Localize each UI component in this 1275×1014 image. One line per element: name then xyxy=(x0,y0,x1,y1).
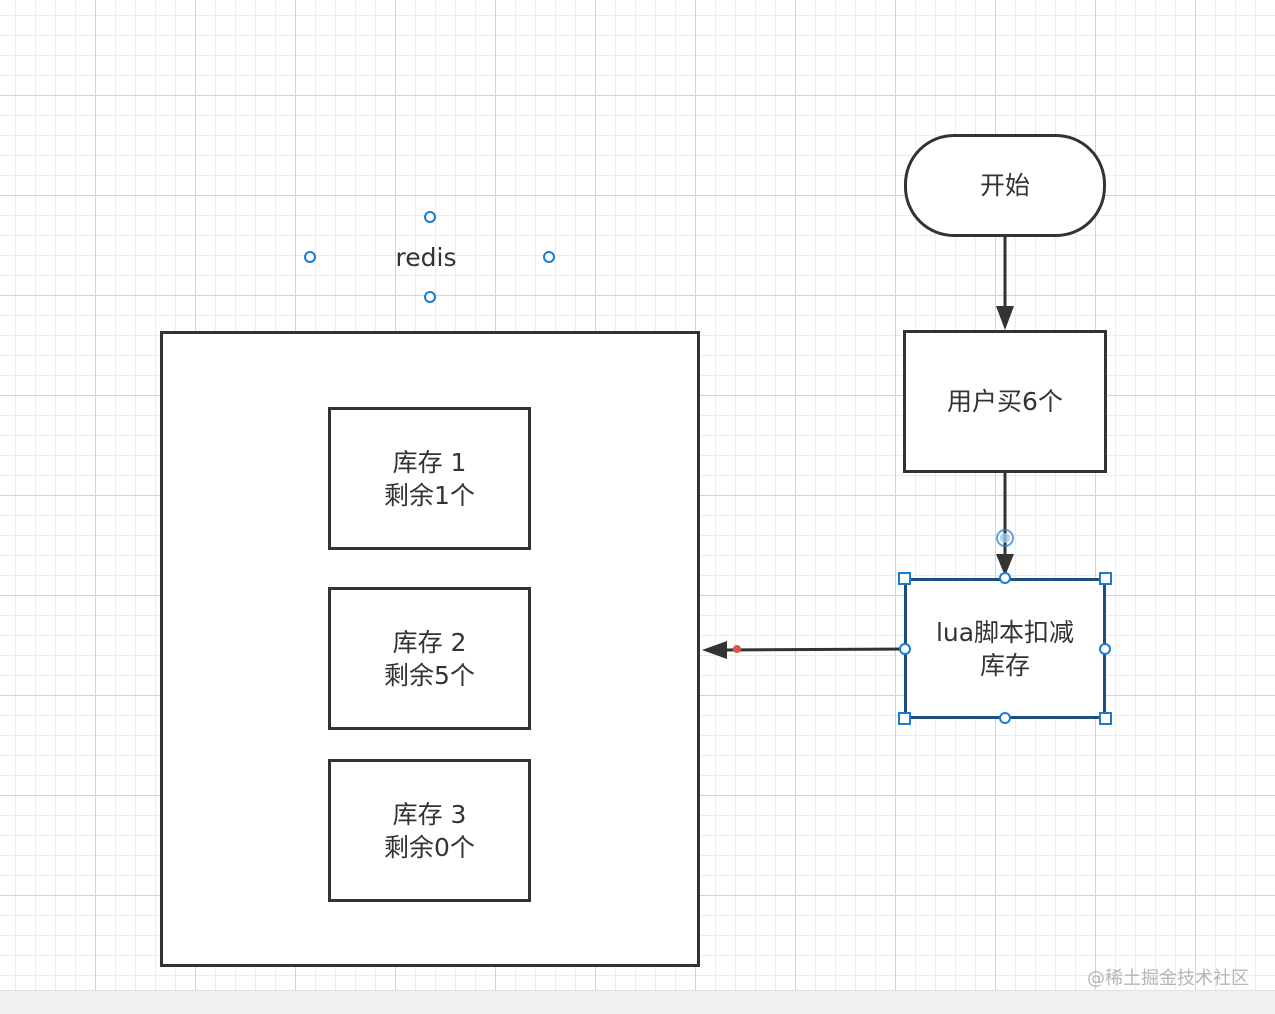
lua-handle-top[interactable] xyxy=(999,572,1011,584)
edge-buy-to-lua[interactable] xyxy=(996,473,1014,576)
label-handle-left[interactable] xyxy=(304,251,316,263)
connectors-layer xyxy=(702,237,1014,659)
label-handle-top[interactable] xyxy=(424,211,436,223)
lua-handle-top-left[interactable] xyxy=(898,572,911,585)
lua-handle-right[interactable] xyxy=(1099,643,1111,655)
lua-process-box[interactable]: lua脚本扣减 库存 xyxy=(904,578,1106,719)
lua-handle-bottom[interactable] xyxy=(999,712,1011,724)
watermark: @稀土掘金技术社区 xyxy=(1087,968,1249,989)
edge-lua-to-redis[interactable] xyxy=(702,641,905,659)
lua-text: lua脚本扣减 库存 xyxy=(935,617,1075,680)
start-terminator[interactable]: 开始 xyxy=(904,134,1106,237)
redis-label[interactable]: redis xyxy=(395,243,457,272)
edge-start-to-buy[interactable] xyxy=(996,237,1014,330)
lua-handle-top-right[interactable] xyxy=(1099,572,1112,585)
start-text: 开始 xyxy=(979,171,1030,200)
label-handle-bottom[interactable] xyxy=(424,291,436,303)
buy-text: 用户买6个 xyxy=(947,387,1063,416)
lua-handle-left[interactable] xyxy=(899,643,911,655)
lua-handle-bottom-left[interactable] xyxy=(898,712,911,725)
label-handle-right[interactable] xyxy=(543,251,555,263)
bottom-scroll-bar[interactable] xyxy=(0,990,1275,1014)
lua-handle-bottom-right[interactable] xyxy=(1099,712,1112,725)
buy-process-box[interactable]: 用户买6个 xyxy=(903,330,1107,473)
